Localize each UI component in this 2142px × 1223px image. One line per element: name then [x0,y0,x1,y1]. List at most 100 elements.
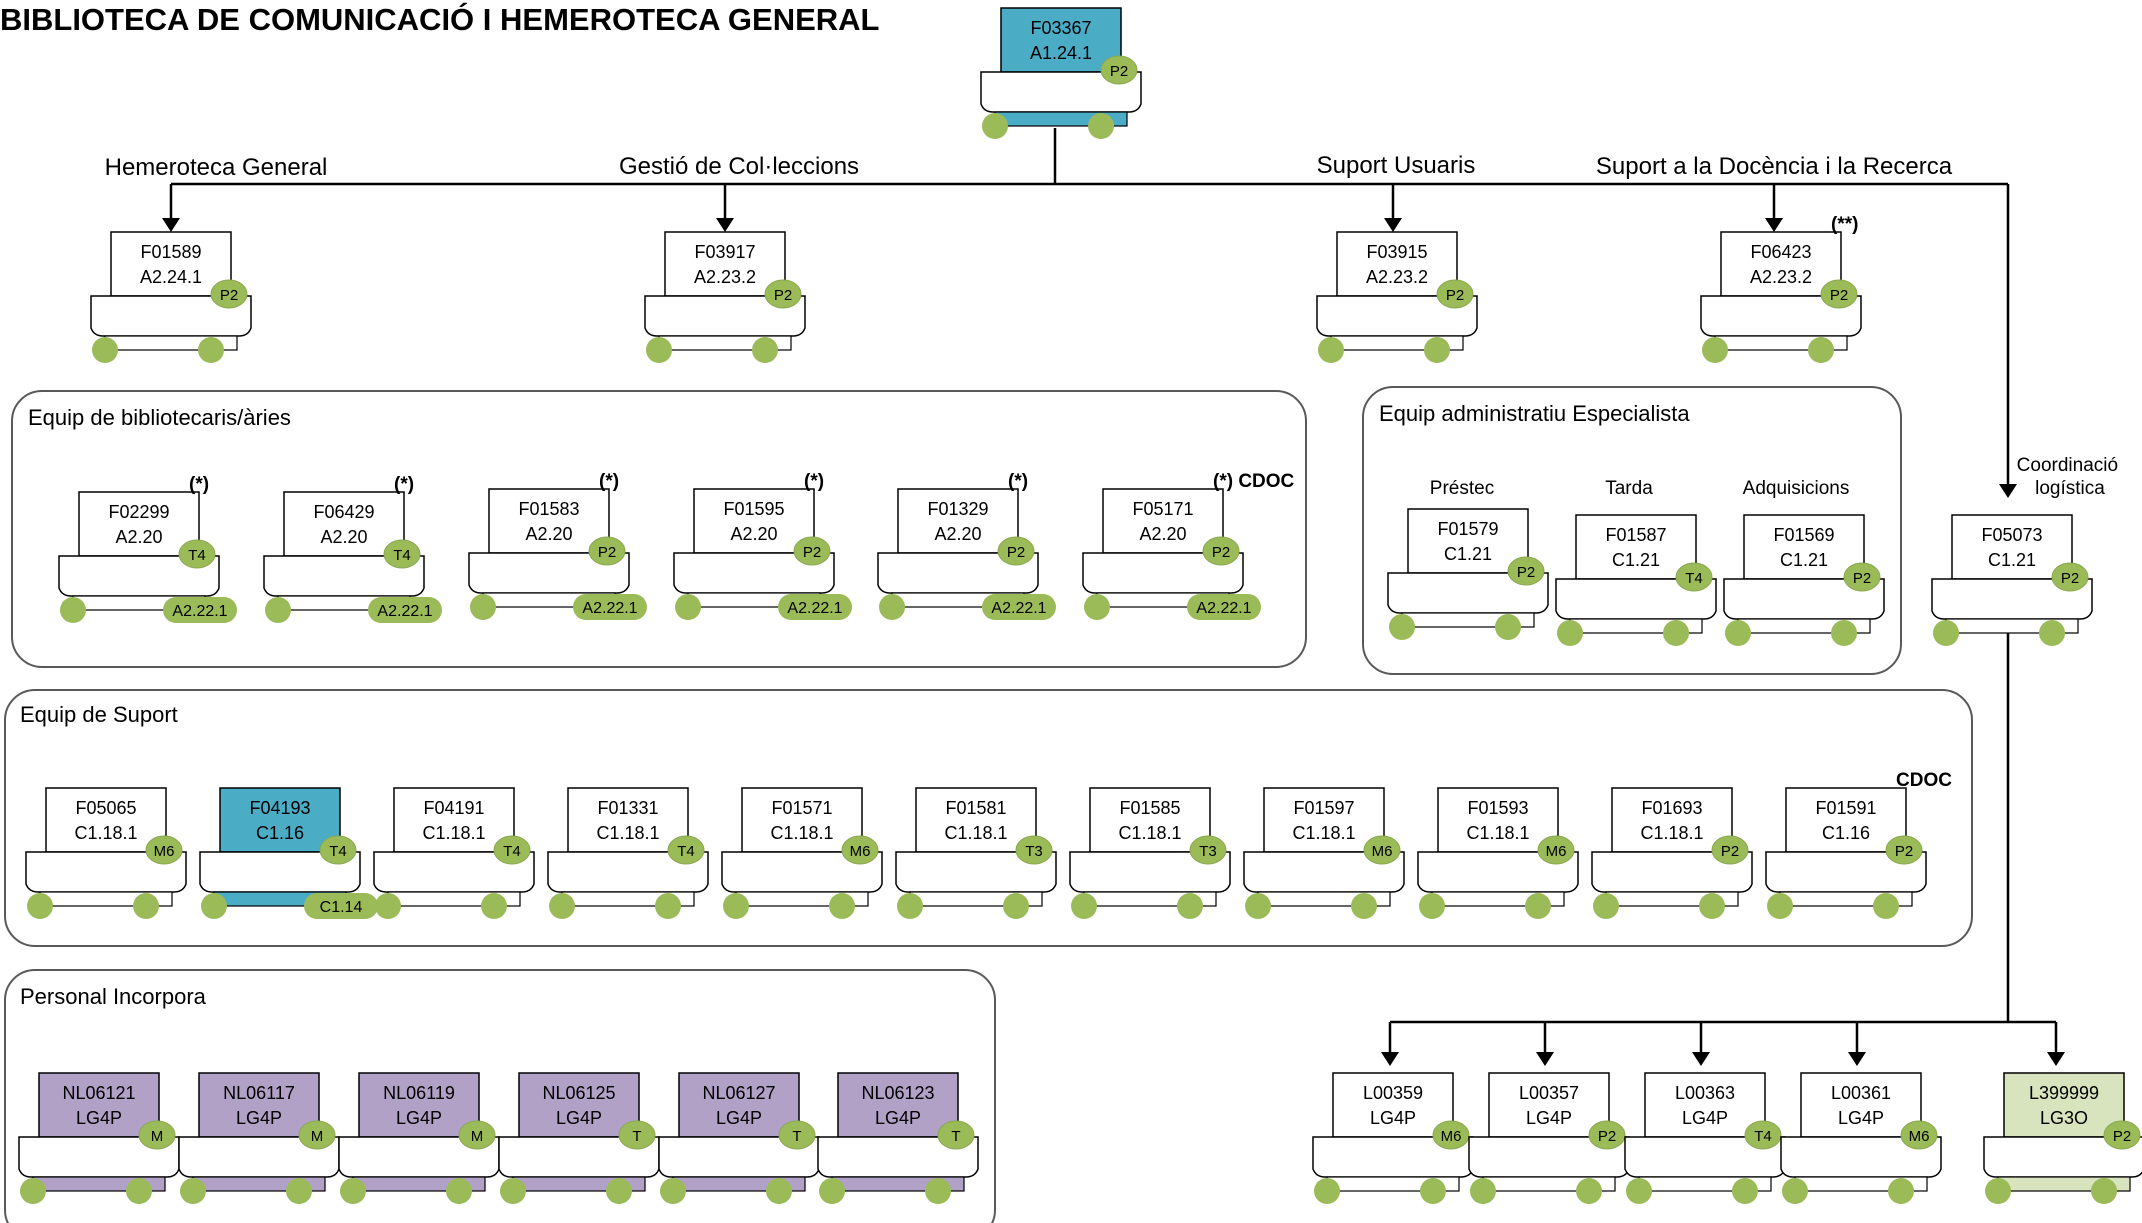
node-tray [1780,1136,1942,1178]
node-tray [468,552,630,594]
node-dot-left [1626,1178,1652,1204]
node-extra-label: A2.22.1 [991,600,1046,617]
node-badge [1537,835,1575,865]
node-badge [1711,835,1749,865]
node-tray [498,1136,660,1178]
group-frame-administratiu [1362,386,1902,675]
node-badge [793,536,831,566]
node-badge [841,835,879,865]
node-tray [338,1136,500,1178]
node-dot-right [446,1178,472,1204]
node-level: LG3O [2040,1108,2088,1128]
node-dot-right [1732,1178,1758,1204]
node-badge [458,1120,496,1150]
node-extra-pill [982,594,1056,620]
node-dot-right [766,1178,792,1204]
node-dot-left [1245,893,1271,919]
node-badge [997,536,1035,566]
node-badge-label: T4 [393,547,411,564]
node-box [110,231,232,297]
node-level: LG4P [556,1108,602,1128]
node-code: F01587 [1605,525,1666,545]
node-tray [1765,851,1927,893]
node-badge [138,1120,176,1150]
node-box [2003,1072,2125,1138]
node-dot-left [879,594,905,620]
node-code: F01331 [597,798,658,818]
node-box [1743,514,1865,580]
node-code: F04193 [249,798,310,818]
node-code: NL06121 [62,1083,135,1103]
node-dot-right [655,893,681,919]
node-dot-left [500,1178,526,1204]
group-title-administratiu: Equip administratiu Especialista [1379,401,1690,426]
node-code: NL06125 [542,1083,615,1103]
group-frame-suport [4,689,1973,947]
node-dot-right [752,337,778,363]
node-code: F01571 [771,798,832,818]
node-dot-right [1420,1178,1446,1204]
node-code: F01591 [1815,798,1876,818]
node-level: A2.20 [320,527,367,547]
connector-arrowheads [162,218,2065,1066]
node-dot-right [1003,893,1029,919]
node-tray [1700,295,1862,337]
node-level: A2.23.2 [1366,267,1428,287]
node-badge [667,835,705,865]
node-extra-label: A2.22.1 [1196,600,1251,617]
node-badge-label: T [951,1128,960,1145]
node-box [1644,1072,1766,1138]
node-badge-label: P2 [1212,544,1230,561]
node-tray [547,851,709,893]
node-dot-left [340,1178,366,1204]
node-box [1785,787,1907,853]
node-box [915,787,1037,853]
node-dot-right [2039,620,2065,646]
node-tray [1387,572,1549,614]
page-title: BIBLIOTECA DE COMUNICACIÓ I HEMEROTECA G… [0,1,880,37]
node-tray [721,851,883,893]
group-frame-bibliotecaris [11,390,1307,668]
node-tray [1417,851,1579,893]
node-tray [644,295,806,337]
node-dot-left [549,893,575,919]
node-code: F03915 [1366,242,1427,262]
node-badge-label: T [792,1128,801,1145]
node-box [678,1072,800,1138]
node-code: L00363 [1675,1083,1735,1103]
node-code: F01581 [945,798,1006,818]
node-tray [199,851,361,893]
node-dot-left [646,337,672,363]
node-level: LG4P [716,1108,762,1128]
node-badge-label: M [311,1128,324,1145]
node-level: C1.18.1 [770,823,833,843]
node-level: C1.18.1 [1118,823,1181,843]
node-tray [263,555,425,597]
node-code: F01593 [1467,798,1528,818]
node-badge [1436,279,1474,309]
node-extra-label: A2.22.1 [377,603,432,620]
node-badge [2103,1120,2141,1150]
node-code: NL06117 [223,1083,295,1103]
node-level: LG4P [1526,1108,1572,1128]
node-dot-left [265,597,291,623]
node-code: F01597 [1293,798,1354,818]
node-level: LG4P [396,1108,442,1128]
branch-label-hemeroteca: Hemeroteca General [105,154,328,181]
node-code: F05073 [1981,525,2042,545]
node-code: F01589 [140,242,201,262]
sublabel-adquisicions: Adquisicions [1743,478,1850,499]
node-level: C1.21 [1444,544,1492,564]
